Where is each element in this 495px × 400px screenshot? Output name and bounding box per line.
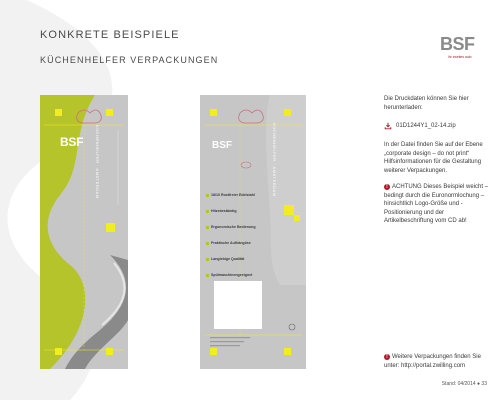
logo-mark: BSF (440, 34, 475, 54)
feature-item: Hitzebeständig (206, 203, 276, 219)
feature-list: 18/10 Rostfreier Edelstahl Hitzebeständi… (206, 187, 276, 283)
front-brand-logo: BSF (60, 135, 84, 149)
page-footer: Stand: 04/2014 ● 33 (441, 381, 487, 387)
packaging-back-artwork (200, 95, 306, 369)
download-link[interactable]: 01D1244Y1_02-14.zip (384, 122, 492, 131)
feature-item: 18/10 Rostfreier Edelstahl (206, 187, 276, 203)
feature-item: Langlebige Qualität (206, 251, 276, 267)
warning-text: ACHTUNG Dieses Beispiel weicht – bedingt… (384, 184, 489, 225)
more-packaging[interactable]: !Weitere Verpackungen finden Sie unter: … (384, 353, 492, 370)
feature-item: Spülmaschinengeeignet (206, 267, 276, 283)
back-brand-logo: BSF (212, 140, 232, 151)
info-icon: ! (384, 354, 390, 360)
download-icon (384, 123, 392, 130)
feature-item: Praktische Aufhängöse (206, 235, 276, 251)
page-title: KONKRETE BEISPIELE (40, 29, 180, 41)
page-subtitle: KÜCHENHELFER VERPACKUNGEN (40, 55, 219, 65)
packaging-back: BSF KÜCHENHELFER · AMSTERDAM 18/10 Rostf… (200, 95, 306, 369)
logo-tagline: ihr zweites auto (448, 55, 472, 59)
more-packaging-text[interactable]: Weitere Verpackungen finden Sie unter: h… (384, 354, 481, 369)
brand-logo: BSF ihr zweites auto (440, 34, 486, 64)
download-file-name[interactable]: 01D1244Y1_02-14.zip (396, 123, 456, 129)
layer-info: In der Datei finden Sie auf der Ebene „c… (384, 142, 483, 174)
packaging-front-artwork (40, 95, 128, 369)
packaging-front: BSF KÜCHENHELFER · AMSTERDAM (40, 95, 128, 369)
feature-item: Ergonomische Bedienung (206, 219, 276, 235)
warning-note: !ACHTUNG Dieses Beispiel weicht – beding… (384, 183, 492, 226)
front-vertical-text: KÜCHENHELFER · AMSTERDAM (95, 125, 100, 199)
download-intro: Die Druckdaten können Sie hier herunterl… (384, 96, 469, 111)
warning-icon: ! (384, 184, 390, 190)
